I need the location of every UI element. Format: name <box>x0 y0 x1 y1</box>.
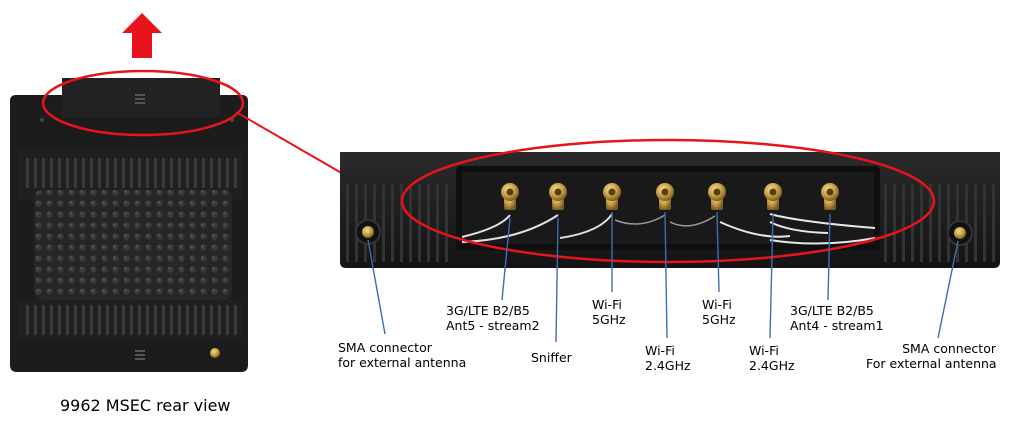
figure-caption: 9962 MSEC rear view <box>60 396 231 415</box>
label-sma-left-line1: SMA connector <box>338 340 466 355</box>
label-wifi-24ghz-b: Wi-Fi 2.4GHz <box>749 343 795 373</box>
label-lte-ant4: 3G/LTE B2/B5 Ant4 - stream1 <box>790 303 884 333</box>
label-sma-right: SMA connector For external antenna <box>866 341 996 371</box>
label-lte-ant5-line2: Ant5 - stream2 <box>446 318 540 333</box>
label-wifi-24ghz-a-line2: 2.4GHz <box>645 358 691 373</box>
label-sma-left: SMA connector for external antenna <box>338 340 466 370</box>
label-lte-ant5-line1: 3G/LTE B2/B5 <box>446 303 540 318</box>
label-wifi-5ghz-b: Wi-Fi 5GHz <box>702 297 736 327</box>
label-wifi-5ghz-b-line1: Wi-Fi <box>702 297 736 312</box>
label-sniffer: Sniffer <box>531 350 572 365</box>
label-wifi-5ghz-b-line2: 5GHz <box>702 312 736 327</box>
up-arrow-icon <box>122 13 162 58</box>
label-wifi-24ghz-a-line1: Wi-Fi <box>645 343 691 358</box>
label-wifi-24ghz-b-line2: 2.4GHz <box>749 358 795 373</box>
label-wifi-24ghz-b-line1: Wi-Fi <box>749 343 795 358</box>
label-sma-left-line2: for external antenna <box>338 355 466 370</box>
label-lte-ant5: 3G/LTE B2/B5 Ant5 - stream2 <box>446 303 540 333</box>
label-sniffer-line1: Sniffer <box>531 350 572 365</box>
label-sma-right-line1: SMA connector <box>866 341 996 356</box>
device-rear-view <box>10 78 248 372</box>
label-wifi-5ghz-a-line1: Wi-Fi <box>592 297 626 312</box>
label-lte-ant4-line1: 3G/LTE B2/B5 <box>790 303 884 318</box>
label-wifi-24ghz-a: Wi-Fi 2.4GHz <box>645 343 691 373</box>
label-wifi-5ghz-a: Wi-Fi 5GHz <box>592 297 626 327</box>
label-lte-ant4-line2: Ant4 - stream1 <box>790 318 884 333</box>
label-wifi-5ghz-a-line2: 5GHz <box>592 312 626 327</box>
label-sma-right-line2: For external antenna <box>866 356 996 371</box>
